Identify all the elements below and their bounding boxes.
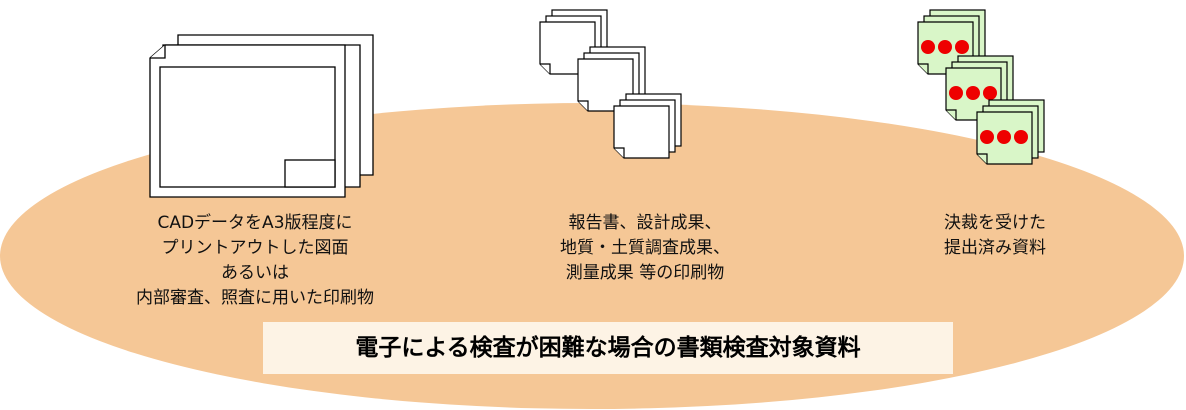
- seal-dot: [966, 86, 980, 100]
- seal-dot: [949, 86, 963, 100]
- caption-line: 内部審査、照査に用いた印刷物: [136, 288, 374, 308]
- seal-dot: [1014, 130, 1028, 144]
- banner-title: 電子による検査が困難な場合の書類検査対象資料: [355, 335, 861, 361]
- seal-dot: [997, 130, 1011, 144]
- caption-line: あるいは: [221, 263, 289, 283]
- approved-materials-caption: 決裁を受けた 提出済み資料: [895, 211, 1095, 261]
- printed-reports-caption: 報告書、設計成果、 地質・土質調査成果、 測量成果 等の印刷物: [500, 211, 790, 286]
- seal-dot: [921, 40, 935, 54]
- caption-line: 報告書、設計成果、: [568, 213, 722, 233]
- caption-line: 決裁を受けた: [944, 213, 1046, 233]
- seal-dot: [955, 40, 969, 54]
- caption-line: 地質・土質調査成果、: [560, 238, 730, 258]
- cad-drawing-stack-icon: [149, 34, 374, 198]
- caption-line: CADデータをA3版程度に: [157, 213, 353, 233]
- title-banner: 電子による検査が困難な場合の書類検査対象資料: [263, 322, 953, 374]
- caption-line: 測量成果 等の印刷物: [565, 263, 725, 283]
- caption-line: プリントアウトした図面: [161, 238, 349, 258]
- approved-documents-icon: [917, 9, 1045, 165]
- cad-drawings-caption: CADデータをA3版程度に プリントアウトした図面 あるいは 内部審査、照査に用…: [95, 211, 415, 311]
- seal-dot: [983, 86, 997, 100]
- printed-documents-icon: [539, 9, 682, 159]
- seal-dot: [938, 40, 952, 54]
- seal-dot: [980, 130, 994, 144]
- caption-line: 提出済み資料: [944, 238, 1046, 258]
